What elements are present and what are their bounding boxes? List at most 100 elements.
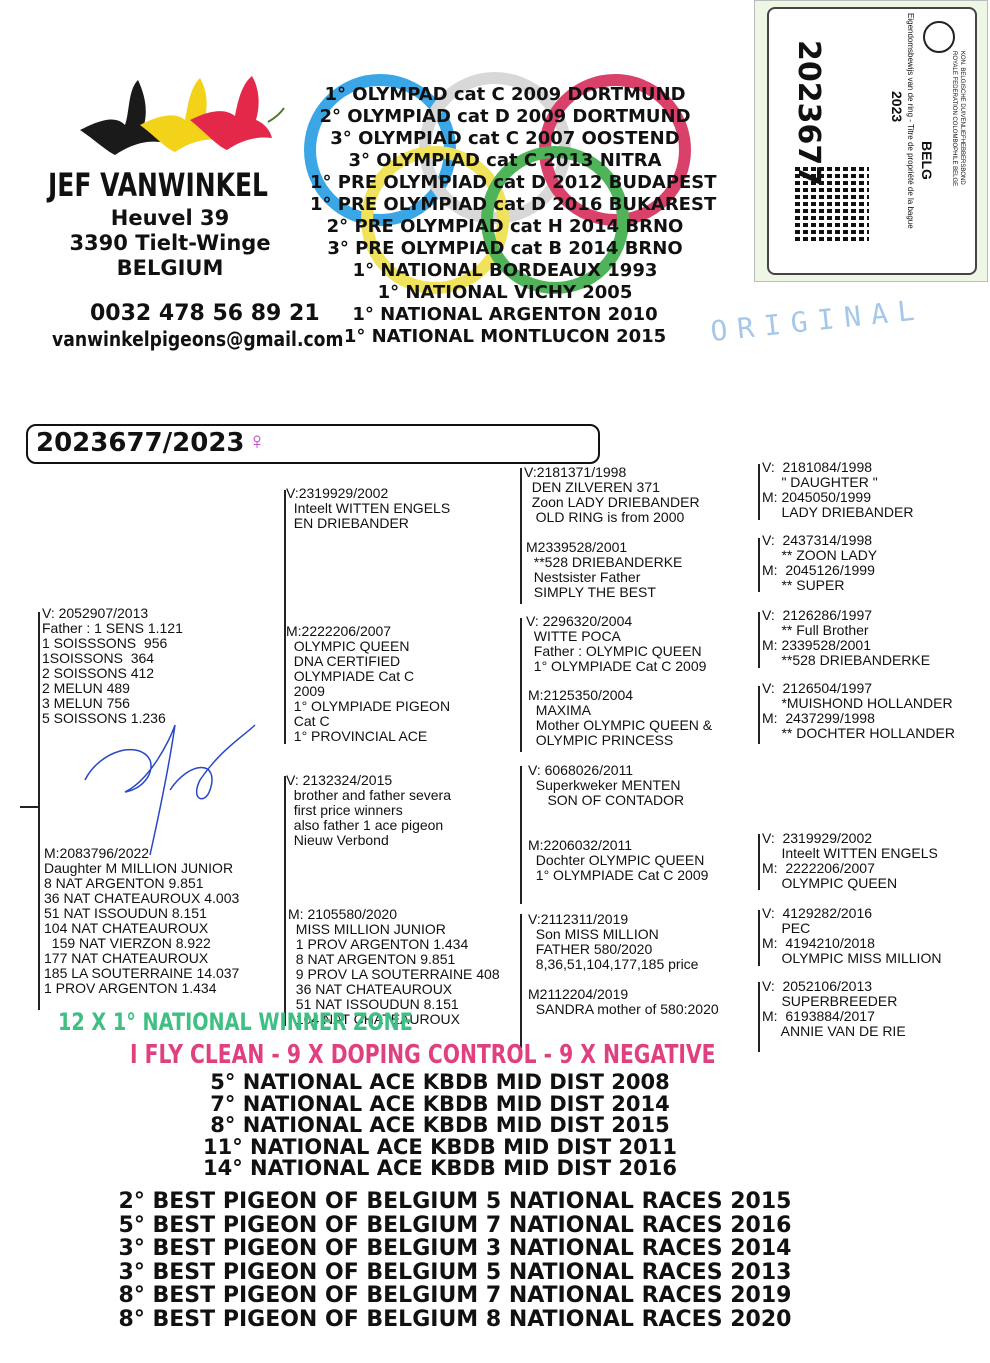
pedigree-line: V: 2126504/1997 bbox=[762, 680, 873, 696]
titles-list: 1° OLYMPAD cat C 2009 DORTMUND 2° OLYMPI… bbox=[310, 84, 717, 348]
female-symbol-icon: ♀ bbox=[248, 428, 266, 455]
pedigree-line: **528 DRIEBANDERKE bbox=[762, 652, 931, 668]
pedigree-line: EN DRIEBANDER bbox=[286, 515, 409, 531]
ace-line: 7° NATIONAL ACE KBDB MID DIST 2014 bbox=[210, 1091, 670, 1116]
pedigree-line: MAXIMA bbox=[528, 702, 592, 718]
pedigree-line: SON OF CONTADOR bbox=[528, 792, 685, 808]
title-line: 3° OLYMPIAD cat C 2013 NITRA bbox=[348, 150, 662, 171]
gen3-entry: M2339528/2001 **528 DRIEBANDERKE Nestsis… bbox=[526, 540, 682, 600]
email-address: vanwinkelpigeons@gmail.com bbox=[52, 327, 344, 351]
ring-card-org-fr: ROYALE FEDERATION COLOMBOPHILE BELGE bbox=[951, 51, 957, 187]
title-line: 2° PRE OLYMPIAD cat H 2014 BRNO bbox=[326, 216, 684, 237]
pedigree-line: first price winners bbox=[286, 802, 403, 818]
gen3-entry: V: 6068026/2011 Superkweker MENTEN SON O… bbox=[528, 763, 684, 808]
ring-yellow bbox=[361, 146, 509, 294]
ring-number-text: 2023677 bbox=[791, 40, 826, 187]
gen2-dam-dam: M: 2105580/2020 MISS MILLION JUNIOR 1 PR… bbox=[288, 907, 500, 1027]
pigeon-ring-box: 2023677/2023 ♀ bbox=[26, 424, 600, 464]
pedigree-line: M2112204/2019 bbox=[528, 986, 629, 1002]
pedigree-line: FATHER 580/2020 bbox=[528, 941, 653, 957]
dove-red-icon bbox=[190, 76, 285, 150]
gen3-bracket-3 bbox=[520, 766, 522, 904]
pedigree-line: V:2319929/2002 bbox=[286, 485, 389, 501]
gen3-entry: V: 2296320/2004 WITTE POCA Father : OLYM… bbox=[526, 614, 706, 674]
pedigree-line: *MUISHOND HOLLANDER bbox=[762, 695, 953, 711]
qr-code-icon bbox=[795, 167, 869, 241]
pedigree-line: LADY DRIEBANDER bbox=[762, 504, 914, 520]
gen3-entry: V:2181371/1998 DEN ZILVEREN 371 Zoon LAD… bbox=[524, 465, 700, 525]
ring-card: 2023677 2023 BELG KON. BELGISCHE DUIVENL… bbox=[754, 0, 988, 282]
pedigree-line: OLYMPIC PRINCESS bbox=[528, 732, 674, 748]
ring-card-year: 2023 bbox=[889, 91, 905, 123]
pedigree-line: ANNIE VAN DE RIE bbox=[762, 1023, 906, 1039]
pedigree-line: PEC bbox=[762, 920, 811, 936]
gen4-bracket-2 bbox=[758, 538, 760, 592]
pedigree-line: OLYMPIC QUEEN bbox=[762, 875, 898, 891]
pedigree-line: ** DOCHTER HOLLANDER bbox=[762, 725, 955, 741]
pedigree-line: M:2206032/2011 bbox=[528, 837, 633, 853]
gen4-bracket-5 bbox=[758, 834, 760, 890]
ace-line: 11° NATIONAL ACE KBDB MID DIST 2011 bbox=[203, 1134, 677, 1159]
breeder-address: Heuvel 39 3390 Tielt-Winge BELGIUM bbox=[50, 206, 290, 281]
pedigree-line: 36 NAT CHATEAUROUX 4.003 bbox=[44, 890, 240, 906]
ring-green bbox=[481, 146, 629, 294]
pedigree-line: MISS MILLION JUNIOR bbox=[288, 921, 446, 937]
title-line: 1° NATIONAL ARGENTON 2010 bbox=[352, 304, 658, 325]
pedigree-line: also father 1 ace pigeon bbox=[286, 817, 444, 833]
title-line: 2° OLYMPIAD cat D 2009 DORTMUND bbox=[319, 106, 691, 127]
pigeon-ring-number: 2023677/2023 bbox=[36, 428, 245, 458]
gen2-bracket-bottom bbox=[284, 776, 286, 1026]
gen4-bracket-6 bbox=[758, 910, 760, 966]
pedigree-line: WITTE POCA bbox=[526, 628, 621, 644]
pedigree-line: Mother OLYMPIC QUEEN & bbox=[528, 717, 713, 733]
title-line: 1° PRE OLYMPIAD cat D 2016 BUKAREST bbox=[310, 194, 717, 215]
pedigree-line: Inteelt WITTEN ENGELS bbox=[762, 845, 938, 861]
pedigree-line: V: 2052106/2013 bbox=[762, 978, 873, 994]
gen2-dam-sire: V: 2132324/2015 brother and father sever… bbox=[286, 773, 451, 848]
pedigree-line: 177 NAT CHATEAUROUX bbox=[44, 950, 209, 966]
doves-logo bbox=[80, 76, 285, 155]
pedigree-line: M:2222206/2007 bbox=[286, 623, 392, 639]
best-pigeon-list: 2° BEST PIGEON OF BELGIUM 5 NATIONAL RAC… bbox=[90, 1190, 820, 1331]
pedigree-line: 2 SOISSONS 412 bbox=[42, 665, 155, 681]
pedigree-line: Daughter M MILLION JUNIOR bbox=[44, 860, 234, 876]
gen3-entry: V:2112311/2019 Son MISS MILLION FATHER 5… bbox=[528, 912, 698, 972]
address-line: Heuvel 39 bbox=[110, 206, 230, 230]
fly-clean-banner: I FLY CLEAN - 9 X DOPING CONTROL - 9 X N… bbox=[130, 1040, 716, 1070]
gen4-bracket-1 bbox=[758, 464, 760, 520]
pedigree-line: 1° OLYMPIADE Cat C 2009 bbox=[526, 658, 707, 674]
pedigree-line: V: 2296320/2004 bbox=[526, 613, 633, 629]
best-line: 3° BEST PIGEON OF BELGIUM 3 NATIONAL RAC… bbox=[118, 1236, 792, 1261]
pedigree-line: V: 2132324/2015 bbox=[286, 772, 393, 788]
pedigree-line: Dochter OLYMPIC QUEEN bbox=[528, 852, 705, 868]
ring-card-number-rotated: 2023677 bbox=[791, 40, 826, 186]
pedigree-line: ** ZOON LADY bbox=[762, 547, 878, 563]
pedigree-line: 8 NAT ARGENTON 9.851 bbox=[288, 951, 456, 967]
gen1-tick bbox=[20, 806, 38, 808]
pedigree-line: 1° OLYMPIADE Cat C 2009 bbox=[528, 867, 709, 883]
best-line: 8° BEST PIGEON OF BELGIUM 7 NATIONAL RAC… bbox=[118, 1283, 792, 1308]
pedigree-line: DNA CERTIFIED bbox=[286, 653, 401, 669]
pedigree-line: " DAUGHTER " bbox=[762, 474, 878, 490]
pedigree-line: V: 2052907/2013 bbox=[42, 605, 149, 621]
pedigree-line: 1 SOISSSONS 956 bbox=[42, 635, 168, 651]
title-line: 3° PRE OLYMPIAD cat B 2014 BRNO bbox=[327, 238, 683, 259]
title-line: 1° PRE OLYMPIAD cat D 2012 BUDAPEST bbox=[310, 172, 717, 193]
pedigree-line: 104 NAT CHATEAUROUX bbox=[288, 1011, 460, 1027]
pedigree-line: OLD RING is from 2000 bbox=[524, 509, 685, 525]
dove-yellow-icon bbox=[140, 78, 220, 152]
original-stamp: ORIGINAL bbox=[708, 292, 926, 349]
best-line: 2° BEST PIGEON OF BELGIUM 5 NATIONAL RAC… bbox=[118, 1189, 792, 1214]
gen2-sire-dam: M:2222206/2007 OLYMPIC QUEEN DNA CERTIFI… bbox=[286, 624, 450, 744]
pedigree-line: Son MISS MILLION bbox=[528, 926, 659, 942]
pedigree-line: 185 LA SOUTERRAINE 14.037 bbox=[44, 965, 240, 981]
gen3-entry: M:2206032/2011 Dochter OLYMPIC QUEEN 1° … bbox=[528, 838, 708, 883]
title-line: 1° OLYMPAD cat C 2009 DORTMUND bbox=[324, 84, 686, 105]
pedigree-line: M: 2045050/1999 bbox=[762, 489, 871, 505]
pedigree-line: V: 2437314/1998 bbox=[762, 532, 873, 548]
pedigree-line: Father : OLYMPIC QUEEN bbox=[526, 643, 702, 659]
pedigree-line: 36 NAT CHATEAUROUX bbox=[288, 981, 453, 997]
